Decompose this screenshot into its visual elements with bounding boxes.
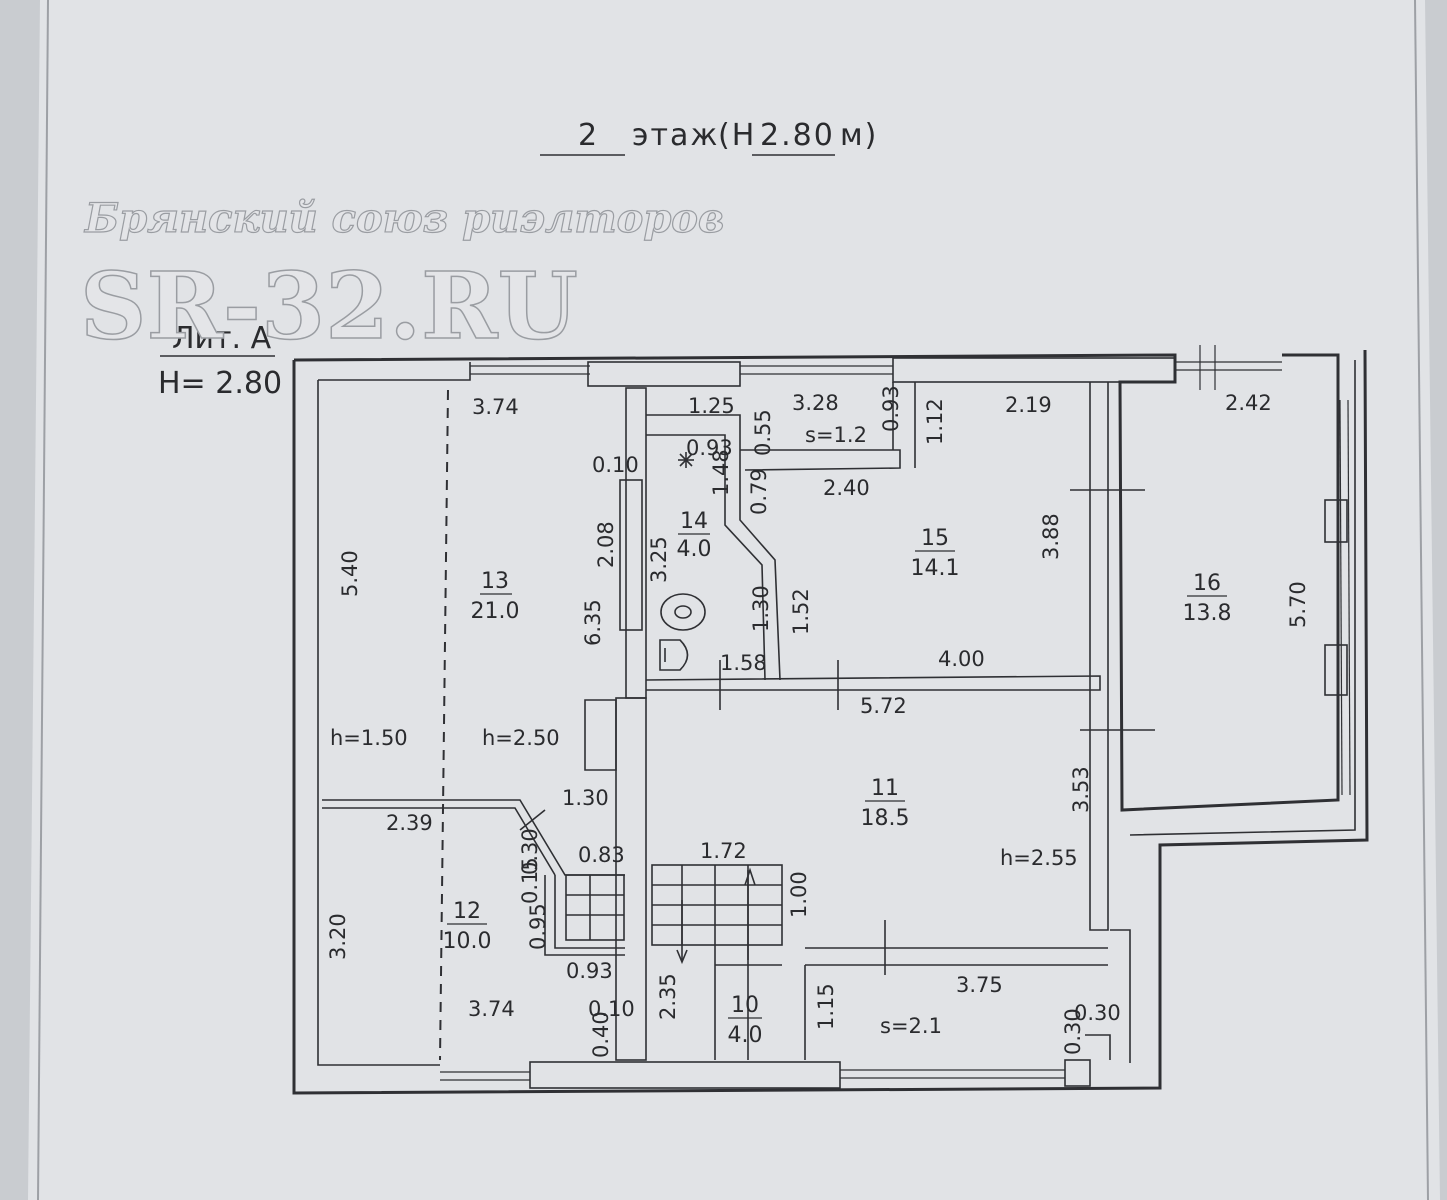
dim-label: 5.40 <box>338 550 362 597</box>
watermark-line1: Брянский союз риэлторов <box>84 195 724 242</box>
dim-label: 2.40 <box>823 476 870 500</box>
floor-title: 2 этаж (Н 2.80 м) <box>540 118 878 156</box>
room-15-area: 14.1 <box>911 556 960 581</box>
dim-label: 3.28 <box>792 391 839 415</box>
height-unit: м) <box>840 118 878 153</box>
vent-icon <box>678 452 694 468</box>
toilet-icon <box>659 593 706 671</box>
dim-label: 3.74 <box>468 997 515 1021</box>
dim-label: 0.93 <box>879 385 903 432</box>
dim-label: 1.52 <box>789 588 813 635</box>
dim-label: 3.20 <box>326 913 350 960</box>
room-labels: 13 21.0 14 4.0 15 14.1 16 13.8 11 18.5 1… <box>443 509 1232 1048</box>
dim-label: 0.55 <box>751 409 775 456</box>
paper-background <box>28 0 1440 1200</box>
dim-label: s=1.2 <box>805 423 867 447</box>
room-10-number: 10 <box>731 993 759 1018</box>
dim-label: h=1.50 <box>330 726 408 750</box>
dim-label: 2.35 <box>656 973 680 1020</box>
room-13-number: 13 <box>481 569 509 594</box>
watermark: Брянский союз риэлторов SR-32.RU <box>79 194 725 360</box>
dim-label: 0.83 <box>578 843 625 867</box>
dim-label: 3.88 <box>1039 513 1063 560</box>
interior-walls <box>322 382 1111 1061</box>
floor-word: этаж <box>632 118 719 153</box>
watermark-line2: SR-32.RU <box>80 252 578 360</box>
room-10-area: 4.0 <box>728 1023 763 1048</box>
dim-label: 0.93 <box>686 436 733 460</box>
paper-margin-left <box>37 0 49 1200</box>
exterior-walls <box>292 345 1369 1095</box>
dim-label: 1.30 <box>749 585 773 632</box>
dim-label: 1.48 <box>709 449 733 496</box>
dim-label: 1.25 <box>688 394 735 418</box>
dim-label: 5.72 <box>860 694 907 718</box>
dim-label: 0.30 <box>1061 1008 1085 1055</box>
room-11-area: 18.5 <box>861 806 910 831</box>
dim-label: 0.30 <box>1074 1001 1121 1025</box>
dim-label: 0.30 <box>518 828 542 875</box>
room-12-area: 10.0 <box>443 929 492 954</box>
dimension-labels-vertical: 0.93 1.12 0.55 1.48 0.79 2.08 3.25 5.40 … <box>326 385 1310 1058</box>
room-16-number: 16 <box>1193 571 1221 596</box>
litera-block: Лит. А Н= 2.80 <box>158 321 282 401</box>
room-16-area: 13.8 <box>1183 601 1232 626</box>
litera-label: Лит. А <box>172 321 272 356</box>
room-15-number: 15 <box>921 526 949 551</box>
room-14-number: 14 <box>680 509 708 534</box>
height-value: 2.80 <box>760 118 835 153</box>
dim-label: 0.93 <box>566 959 613 983</box>
dim-label: s=2.1 <box>880 1014 942 1038</box>
dim-label: 2.42 <box>1225 391 1272 415</box>
dim-label: 2.08 <box>594 521 618 568</box>
staircase <box>565 864 783 1060</box>
dim-label: 1.30 <box>562 786 609 810</box>
dim-label: 6.35 <box>581 599 605 646</box>
dim-label: 1.12 <box>923 398 947 445</box>
dim-label: 0.10 <box>592 453 639 477</box>
dim-label: 1.00 <box>787 871 811 918</box>
dim-label: 2.39 <box>386 811 433 835</box>
dim-label: 1.58 <box>720 651 767 675</box>
dim-label: 4.00 <box>938 647 985 671</box>
dim-label: 2.19 <box>1005 393 1052 417</box>
height-prefix: (Н <box>718 118 756 153</box>
litera-height: Н= 2.80 <box>158 366 282 401</box>
dim-label: 3.25 <box>647 536 671 583</box>
dim-label: 3.74 <box>472 395 519 419</box>
dim-label: 3.53 <box>1069 766 1093 813</box>
room-12-number: 12 <box>453 899 481 924</box>
room-11-number: 11 <box>871 776 899 801</box>
dimension-labels: 3.74 1.25 3.28 2.19 2.42 0.10 0.93 s=1.2… <box>330 391 1272 1038</box>
room-13-area: 21.0 <box>471 599 520 624</box>
dim-label: 0.79 <box>747 468 771 515</box>
door-marks <box>519 489 1155 975</box>
floor-number: 2 <box>578 118 599 153</box>
dim-label: 5.70 <box>1286 581 1310 628</box>
paper-margin-right <box>1414 0 1429 1200</box>
dim-label: 0.40 <box>589 1011 613 1058</box>
dim-label: 0.10 <box>588 997 635 1021</box>
dim-label: 0.15 <box>518 857 542 904</box>
dim-label: h=2.50 <box>482 726 560 750</box>
dim-label: h=2.55 <box>1000 846 1078 870</box>
dim-label: 0.95 <box>526 903 550 950</box>
dim-label: 1.15 <box>814 983 838 1030</box>
dim-label: 3.75 <box>956 973 1003 997</box>
room-14-area: 4.0 <box>677 537 712 562</box>
dim-label: 1.72 <box>700 839 747 863</box>
